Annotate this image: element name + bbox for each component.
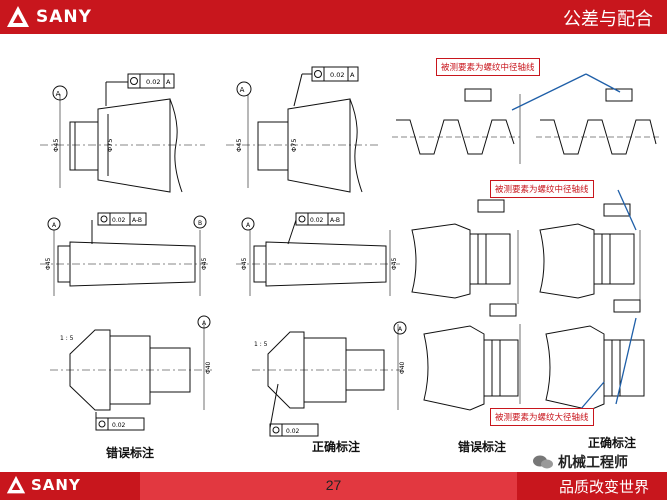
page-number: 27 xyxy=(325,477,342,493)
drawing-row2-wrong xyxy=(40,212,210,296)
datum-a-6: A xyxy=(398,326,403,333)
watermark: 机械工程师 xyxy=(532,452,628,472)
footer-logo: SANY xyxy=(6,475,81,495)
tol-value-3: 0.02 xyxy=(112,217,126,224)
dim-taper-1: 1 : 5 xyxy=(60,335,74,342)
tol-datum-2: A xyxy=(350,71,355,79)
thread-profile-right xyxy=(536,88,662,155)
tol-value-1: 0.02 xyxy=(146,78,160,86)
dim-d45-4: Φ45 xyxy=(201,257,208,270)
sany-logo: SANY xyxy=(6,4,92,30)
watermark-text: 机械工程师 xyxy=(558,455,628,471)
dim-d40-1: Φ40 xyxy=(205,361,212,374)
header-bar: SANY 公差与配合 xyxy=(0,0,667,34)
thread-profile-left xyxy=(392,88,521,164)
tol-value-4: 0.02 xyxy=(310,217,324,224)
tol-value-2: 0.02 xyxy=(330,71,344,79)
thread-part-row2-right xyxy=(539,203,641,304)
dim-d45-6: Φ45 xyxy=(391,257,398,270)
dim-d45-2: Φ45 xyxy=(235,139,243,152)
dim-d45-3: Φ45 xyxy=(45,257,52,270)
datum-a-4: A xyxy=(246,222,251,229)
callout-major-diameter: 被测要素为螺纹大径轴线 xyxy=(490,408,594,426)
tol-datum-3: A-B xyxy=(132,217,142,224)
footer-left-block xyxy=(0,472,140,500)
drawing-row3-correct xyxy=(252,321,407,437)
footer-bar: SANY 27 品质改变世界 xyxy=(0,472,667,500)
caption-wrong-1: 错误标注 xyxy=(106,446,155,460)
datum-b-3: B xyxy=(198,220,202,227)
dim-d75-2: Φ75 xyxy=(290,139,298,152)
dim-d45-5: Φ45 xyxy=(241,257,248,270)
caption-correct-1: 正确标注 xyxy=(312,440,361,454)
brand-name: SANY xyxy=(36,7,92,27)
thread-part-row3-right xyxy=(545,299,645,411)
slogan: 品质改变世界 xyxy=(558,478,649,496)
caption-correct-2: 正确标注 xyxy=(588,436,637,450)
tol-datum-4: A-B xyxy=(330,217,340,224)
tol-value-5: 0.02 xyxy=(112,422,126,429)
slide-content: A 0.02 A Φ45 Φ75 A 0.02 A Φ45 Φ75 xyxy=(0,34,667,472)
drawing-row2-correct xyxy=(236,212,400,296)
thread-part-row2-left xyxy=(411,199,519,304)
dim-taper-2: 1 : 5 xyxy=(254,341,268,348)
callout-leaders xyxy=(511,73,637,411)
tolerance-drawings: A 0.02 A Φ45 Φ75 A 0.02 A Φ45 Φ75 xyxy=(40,66,662,437)
callout-pitch-diameter-1: 被测要素为螺纹中径轴线 xyxy=(436,58,540,76)
drawing-row1-correct xyxy=(226,66,380,193)
drawing-row3-wrong xyxy=(50,315,212,431)
datum-a-3: A xyxy=(52,222,57,229)
callout-pitch-diameter-2: 被测要素为螺纹中径轴线 xyxy=(490,180,594,198)
thread-part-row3-left xyxy=(423,303,521,411)
page-title: 公差与配合 xyxy=(563,9,653,30)
tol-datum-1: A xyxy=(166,78,171,86)
datum-a-5: A xyxy=(202,320,207,327)
footer-right-block xyxy=(517,472,667,500)
footer-logo-icon xyxy=(6,475,26,494)
caption-wrong-2: 错误标注 xyxy=(458,440,507,454)
dim-d45-1: Φ45 xyxy=(52,139,60,152)
sany-logo-icon xyxy=(7,6,29,27)
datum-a-2: A xyxy=(240,86,245,94)
datum-a-1: A xyxy=(56,90,61,98)
footer-brand: SANY xyxy=(31,476,81,494)
tol-value-6: 0.02 xyxy=(286,428,300,435)
dim-d75-1: Φ75 xyxy=(106,139,114,152)
footer-middle-block xyxy=(140,472,517,500)
wechat-icon xyxy=(533,455,553,469)
dim-d40-2: Φ40 xyxy=(399,361,406,374)
drawing-row1-wrong xyxy=(40,73,205,193)
